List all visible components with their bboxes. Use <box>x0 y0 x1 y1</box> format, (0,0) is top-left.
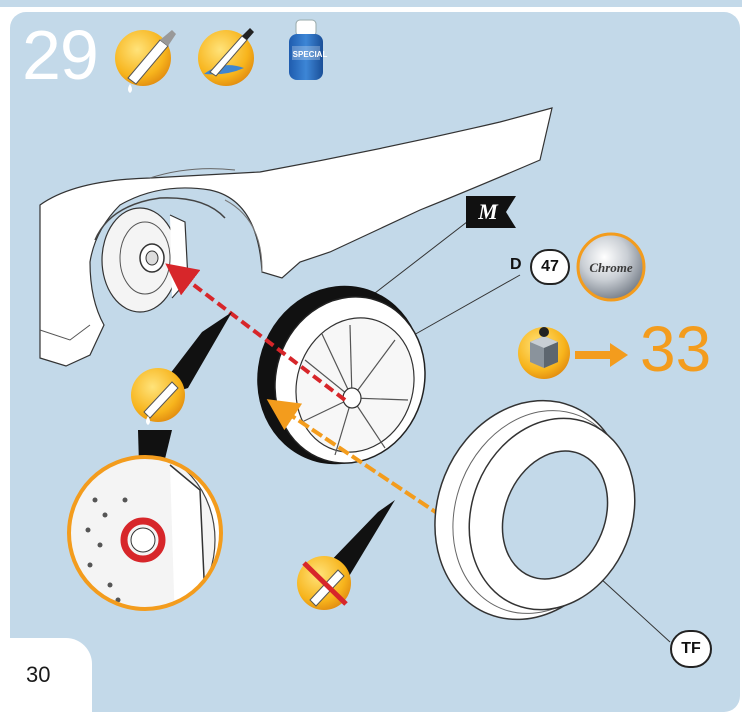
wheel-assembly <box>257 285 426 465</box>
chrome-swatch-icon <box>576 232 646 302</box>
next-step-number: 33 <box>640 313 712 385</box>
top-strip <box>0 0 742 7</box>
color-ref-number-badge: 47 <box>530 249 570 285</box>
detail-view <box>67 455 223 611</box>
marker-letter: M <box>478 199 498 224</box>
next-step-arrow <box>575 343 628 367</box>
chrome-finish-label: Chrome <box>589 260 633 275</box>
step-number: 29 <box>22 16 99 94</box>
color-ref-letter: D <box>510 256 522 273</box>
glue-tube-icon <box>115 30 176 93</box>
part-code-badge: TF <box>670 630 712 668</box>
page-number-tab <box>0 638 92 715</box>
page-number: 30 <box>26 662 51 687</box>
marker-flag-icon <box>466 196 516 228</box>
paint-can-label: SPECIAL <box>292 50 328 59</box>
no-glue-icon <box>297 556 351 610</box>
red-arrow <box>165 263 347 402</box>
orange-arrow <box>266 399 457 527</box>
paint-can-icon <box>289 19 323 80</box>
paint-brush-icon <box>198 28 254 86</box>
view-cube-icon <box>518 327 570 379</box>
tyre-part <box>434 399 636 621</box>
glue-callout-icon <box>131 368 185 425</box>
